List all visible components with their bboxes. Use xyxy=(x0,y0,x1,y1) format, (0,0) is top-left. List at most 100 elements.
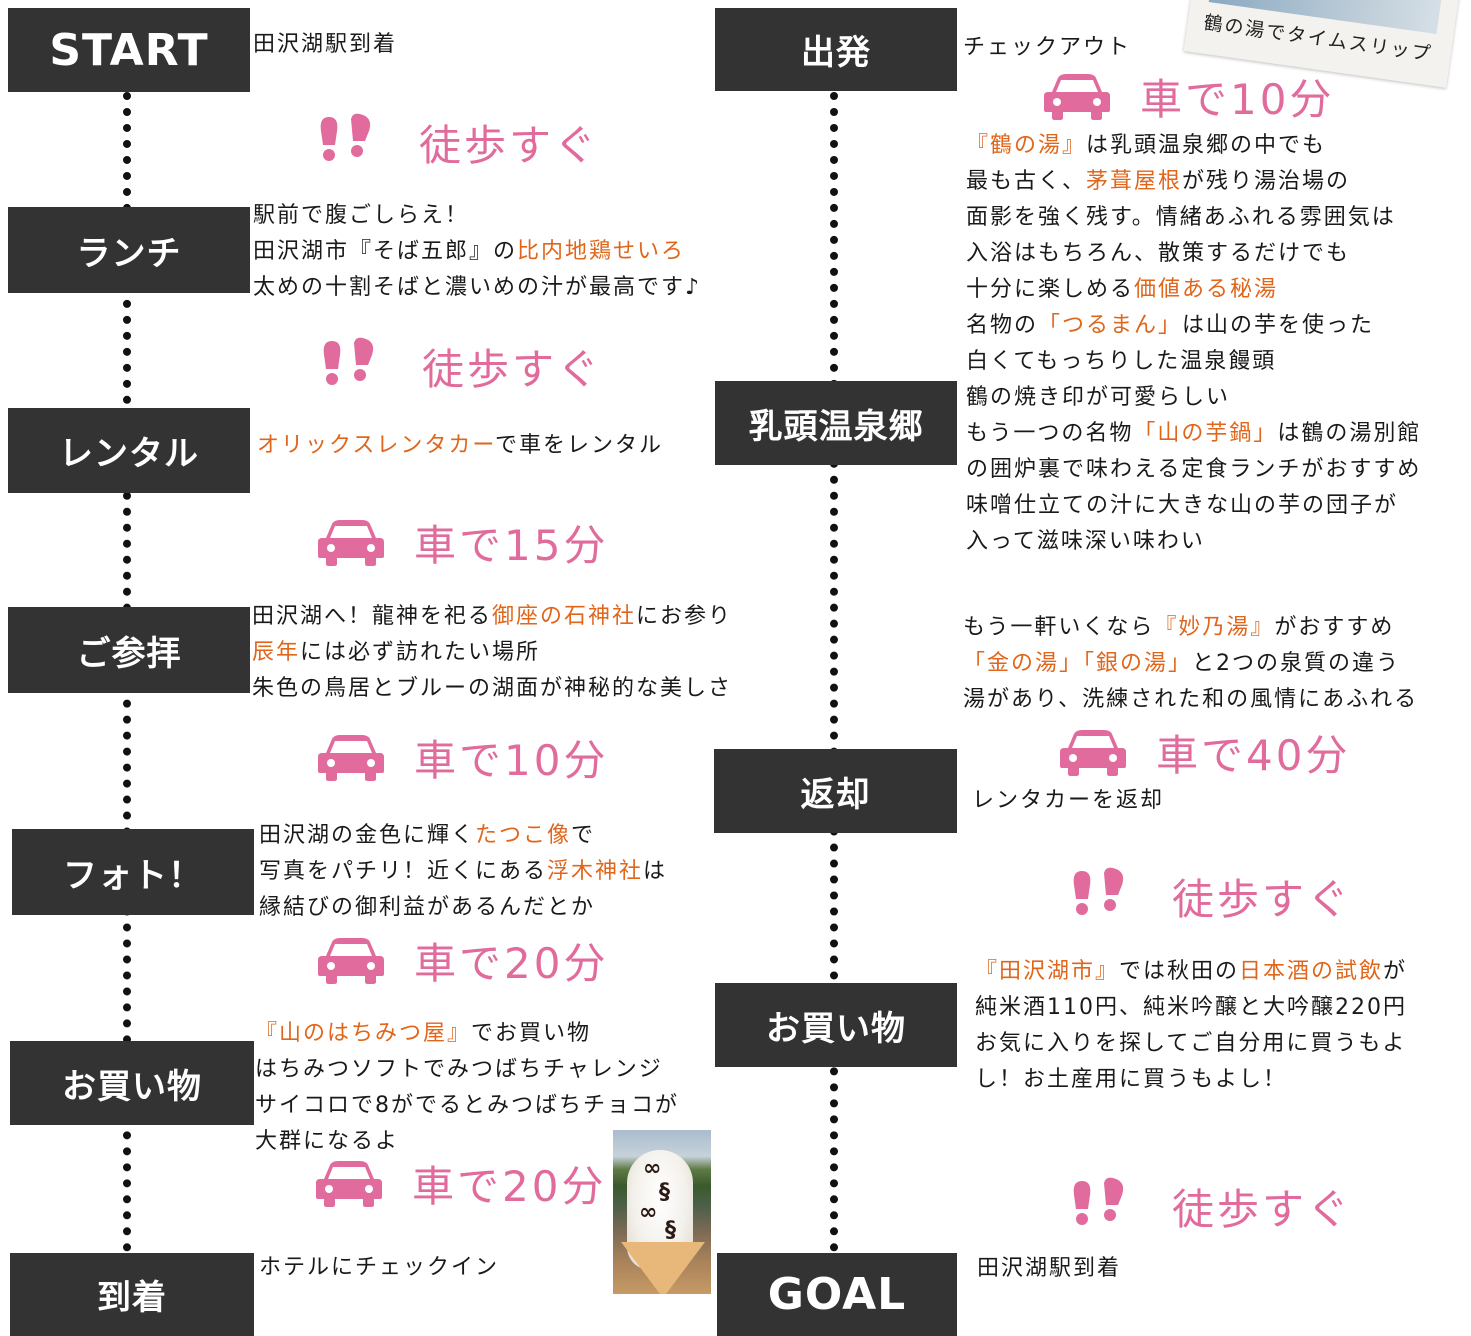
text-segment: サイコロで8がでるとみつばちチョコが xyxy=(255,1093,679,1118)
step-depart: 出発 xyxy=(715,8,957,91)
text-line: 大群になるよ xyxy=(255,1124,679,1160)
text-line: 面影を強く残す。情緒あふれる雰囲気は xyxy=(966,200,1421,236)
depart-description: チェックアウト xyxy=(963,30,1131,66)
transport-walk: 徒歩すぐ xyxy=(1068,866,1352,927)
highlight-text: 『山のはちみつ屋』 xyxy=(255,1021,472,1046)
text-segment: にお参り xyxy=(636,604,733,629)
step-label: 到着 xyxy=(97,1278,167,1318)
highlight-text: 『田沢湖市』 xyxy=(975,959,1120,984)
text-line: 最も古く、茅葺屋根が残り湯治場の xyxy=(966,164,1421,200)
text-segment: はちみつソフトでみつばちチャレンジ xyxy=(255,1057,663,1082)
transport-car: 車で10分 xyxy=(1044,66,1334,127)
text-line: 太めの十割そばと濃いめの汁が最高です♪ xyxy=(253,270,701,306)
soft-serve-photo: ∞ § ∞ § xyxy=(613,1130,711,1294)
text-segment: 十分に楽しめる xyxy=(966,277,1135,302)
highlight-text: たつこ像 xyxy=(475,823,572,848)
step-lunch: ランチ xyxy=(8,207,250,293)
text-segment: は山の芋を使った xyxy=(1182,313,1375,338)
text-line: の囲炉裏で味わえる定食ランチがおすすめ xyxy=(966,452,1421,488)
car-icon xyxy=(316,1160,382,1207)
footprints-icon xyxy=(1068,867,1128,927)
text-line: 「金の湯」「銀の湯」と2つの泉質の違う xyxy=(963,646,1418,682)
text-line: 鶴の焼き印が可愛らしい xyxy=(966,380,1421,416)
car-icon xyxy=(318,734,384,781)
car-icon xyxy=(1044,73,1110,120)
text-segment: 駅前で腹ごしらえ！ xyxy=(253,203,470,228)
text-line: チェックアウト xyxy=(963,35,1132,60)
car-icon xyxy=(1060,729,1126,776)
text-line: 白くてもっちりした温泉饅頭 xyxy=(966,344,1421,380)
text-line: 十分に楽しめる価値ある秘湯 xyxy=(966,272,1421,308)
text-line: もう一つの名物「山の芋鍋」は鶴の湯別館 xyxy=(966,416,1421,452)
text-line: ホテルにチェックイン xyxy=(259,1255,500,1280)
start-description: 田沢湖駅到着 xyxy=(253,27,397,63)
step-photo: フォト！ xyxy=(12,829,254,915)
text-segment: 白くてもっちりした温泉饅頭 xyxy=(966,349,1277,374)
text-segment: お気に入りを探してご自分用に買うもよ xyxy=(975,1031,1407,1056)
step-label: お買い物 xyxy=(766,1008,906,1049)
text-segment: と2つの泉質の違う xyxy=(1192,651,1401,676)
text-segment: 純米酒110円、純米吟醸と大吟醸220円 xyxy=(975,995,1407,1020)
text-line: 写真をパチリ！近くにある浮木神社は xyxy=(259,854,667,890)
step-label: START xyxy=(49,24,209,76)
text-segment: 入浴はもちろん、散策するだけでも xyxy=(966,241,1351,266)
highlight-text: 「つるまん」 xyxy=(1038,313,1183,338)
car-icon xyxy=(318,519,384,566)
step-label: 乳頭温泉郷 xyxy=(748,406,924,447)
text-line: 田沢湖の金色に輝くたつこ像で xyxy=(259,818,667,854)
text-line: 田沢湖市『そば五郎』の比内地鶏せいろ xyxy=(253,234,701,270)
text-segment: もう一軒いくなら xyxy=(963,615,1155,640)
text-line: 駅前で腹ごしらえ！ xyxy=(253,198,701,234)
text-segment: の囲炉裏で味わえる定食ランチがおすすめ xyxy=(966,457,1422,482)
step-label: お買い物 xyxy=(62,1066,202,1107)
highlight-text: 比内地鶏せいろ xyxy=(517,239,686,264)
text-segment: 田沢湖市『そば五郎』の xyxy=(253,239,518,264)
goal-description: 田沢湖駅到着 xyxy=(977,1251,1121,1287)
text-segment: 入って滋味深い味わい xyxy=(966,529,1205,554)
text-line: 純米酒110円、純米吟醸と大吟醸220円 xyxy=(975,990,1407,1026)
step-goal: GOAL xyxy=(717,1253,957,1336)
text-line: 田沢湖へ！龍神を祀る御座の石神社にお参り xyxy=(252,599,732,635)
step-label: 返却 xyxy=(800,774,871,815)
step-arrive: 到着 xyxy=(10,1253,254,1336)
text-segment: 縁結びの御利益があるんだとか xyxy=(259,895,596,920)
transport-label: 徒歩すぐ xyxy=(1172,1185,1353,1234)
highlight-text: 辰年 xyxy=(252,640,301,665)
text-segment: 名物の xyxy=(966,313,1039,338)
highlight-text: 浮木神社 xyxy=(547,859,644,884)
text-line: 田沢湖駅到着 xyxy=(253,32,398,57)
step-label: フォト！ xyxy=(63,855,203,896)
highlight-text: オリックスレンタカー xyxy=(257,433,496,458)
text-line: 名物の「つるまん」は山の芋を使った xyxy=(966,308,1421,344)
text-segment: は乳頭温泉郷の中でも xyxy=(1086,133,1327,158)
text-segment: で xyxy=(571,823,596,848)
step-return: 返却 xyxy=(714,749,957,833)
text-line: サイコロで8がでるとみつばちチョコが xyxy=(255,1088,679,1124)
text-line: レンタカーを返却 xyxy=(972,788,1165,813)
text-line: 入って滋味深い味わい xyxy=(966,524,1421,560)
transport-car: 車で20分 xyxy=(318,930,608,991)
text-line: オリックスレンタカーで車をレンタル xyxy=(257,428,663,464)
text-segment: し！お土産用に買うもよし！ xyxy=(975,1067,1288,1092)
shopping-2-description: 『田沢湖市』では秋田の日本酒の試飲が純米酒110円、純米吟醸と大吟醸220円お気… xyxy=(975,954,1407,1098)
text-line: 『田沢湖市』では秋田の日本酒の試飲が xyxy=(975,954,1407,990)
footprints-icon xyxy=(1068,1177,1128,1237)
transport-label: 徒歩すぐ xyxy=(419,121,600,170)
step-onsen: 乳頭温泉郷 xyxy=(715,381,957,465)
transport-label: 車で20分 xyxy=(412,1162,607,1211)
text-segment: でお買い物 xyxy=(471,1021,592,1046)
step-label: GOAL xyxy=(767,1269,907,1320)
highlight-text: 御座の石神社 xyxy=(492,604,637,629)
step-shopping: お買い物 xyxy=(10,1041,254,1125)
step-label: ご参拝 xyxy=(76,633,182,674)
footprints-icon xyxy=(318,337,378,397)
text-line: し！お土産用に買うもよし！ xyxy=(975,1062,1407,1098)
footprints-icon xyxy=(315,113,375,173)
onsen-description: 『鶴の湯』は乳頭温泉郷の中でも最も古く、茅葺屋根が残り湯治場の面影を強く残す。情… xyxy=(966,128,1421,560)
text-segment: もう一つの名物 xyxy=(966,421,1134,446)
text-line: 朱色の鳥居とブルーの湖面が神秘的な美しさ xyxy=(252,671,732,707)
step-label: ランチ xyxy=(76,233,182,274)
highlight-text: 『妙乃湯』 xyxy=(1154,615,1275,640)
text-segment: 湯があり、洗練された和の風情にあふれる xyxy=(963,687,1419,712)
text-segment: は鶴の湯別館 xyxy=(1277,421,1422,446)
